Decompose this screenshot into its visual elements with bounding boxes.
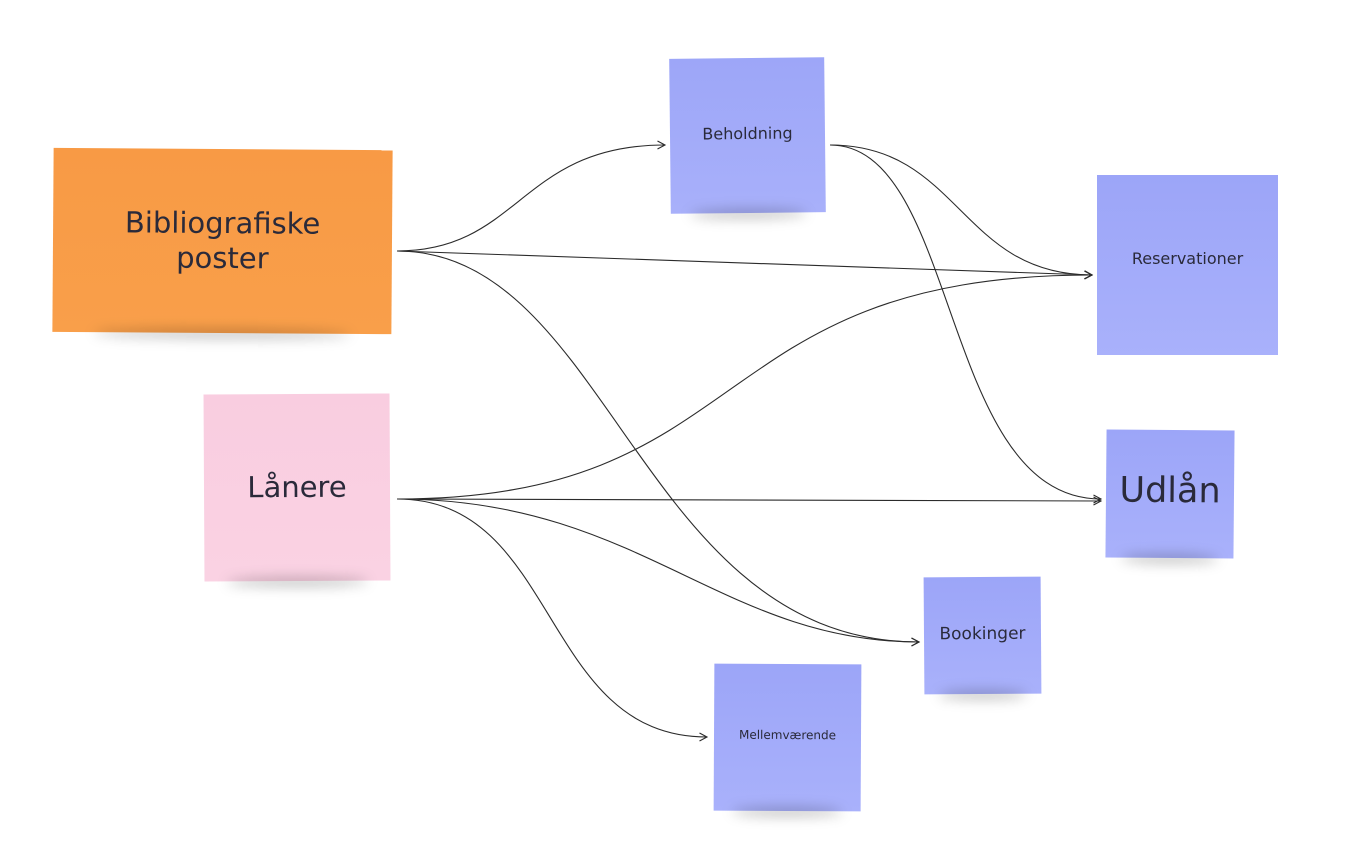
sticky-note-laanere[interactable]: Lånere bbox=[203, 393, 391, 582]
edge-bibliografiske-to-beholdning bbox=[396, 140, 667, 252]
note-label-line-2: poster bbox=[176, 240, 269, 276]
note-label: Udlån bbox=[1119, 470, 1221, 512]
edge-beholdning-to-reservationer bbox=[829, 144, 1094, 280]
note-label: Bookinger bbox=[939, 623, 1026, 645]
edge-bibliografiske-to-reservationer bbox=[396, 250, 1094, 280]
sticky-note-mellemvaerende[interactable]: Mellemværende bbox=[713, 663, 862, 812]
sticky-note-text: Bibliografiske poster bbox=[125, 205, 321, 277]
note-label: Beholdning bbox=[702, 123, 793, 144]
edge-laanere-to-udlaan bbox=[396, 496, 1103, 506]
edge-laanere-to-reservationer bbox=[396, 270, 1094, 500]
edge-beholdning-to-udlaan bbox=[829, 144, 1103, 504]
note-label: Mellemværende bbox=[738, 727, 837, 743]
sticky-note-reservationer[interactable]: Reservationer bbox=[1097, 175, 1278, 355]
edge-laanere-to-mellemvaerende bbox=[396, 498, 709, 742]
edge-laanere-to-bookinger bbox=[396, 498, 921, 647]
note-label-line-1: Bibliografiske bbox=[124, 204, 321, 241]
sticky-note-udlaan[interactable]: Udlån bbox=[1105, 429, 1235, 559]
note-label: Lånere bbox=[247, 469, 347, 505]
sticky-note-bibliografiske-poster[interactable]: Bibliografiske poster bbox=[52, 147, 393, 335]
sticky-note-beholdning[interactable]: Beholdning bbox=[669, 57, 826, 214]
edge-bibliografiske-to-bookinger bbox=[396, 250, 921, 647]
note-label: Reservationer bbox=[1131, 249, 1244, 269]
sticky-note-bookinger[interactable]: Bookinger bbox=[923, 576, 1042, 695]
